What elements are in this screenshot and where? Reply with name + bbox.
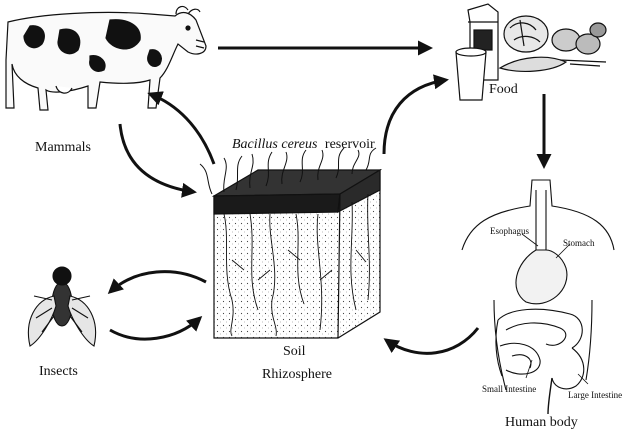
rhizosphere-label: Rhizosphere: [262, 367, 332, 382]
human-body-label: Human body: [505, 415, 578, 430]
stomach-label: Stomach: [563, 238, 595, 248]
mammals-label: Mammals: [35, 140, 91, 155]
bacillus-cereus-name: Bacillus cereus: [232, 137, 318, 152]
cycle-arrows: [107, 40, 552, 355]
intestines: [495, 308, 585, 415]
esophagus-label: Esophagus: [490, 226, 529, 236]
food-label: Food: [489, 82, 518, 97]
arrow-insects-to-soil: [109, 315, 203, 341]
arrow-soil-to-mammals: [147, 91, 216, 165]
organ-pointers: [521, 233, 589, 385]
arrow-soil-to-food: [382, 74, 449, 155]
soil-label: Soil: [283, 344, 306, 359]
reservoir-title: Bacillus cereus reservoir: [232, 137, 375, 152]
arrow-mammals-to-soil: [118, 123, 197, 198]
human-body-icon: [461, 179, 615, 415]
small-intestine-label: Small Intestine: [482, 384, 536, 394]
large-intestine-label: Large Intestine: [568, 390, 622, 400]
insects-label: Insects: [39, 364, 78, 379]
soil-block-icon: [199, 147, 383, 339]
cow-icon: [5, 5, 207, 111]
arrow-soil-to-insects: [107, 270, 207, 295]
fly-icon: [27, 266, 97, 347]
arrow-human-to-soil: [383, 327, 480, 355]
reservoir-word: reservoir: [325, 137, 375, 152]
food-icon: [455, 3, 607, 101]
